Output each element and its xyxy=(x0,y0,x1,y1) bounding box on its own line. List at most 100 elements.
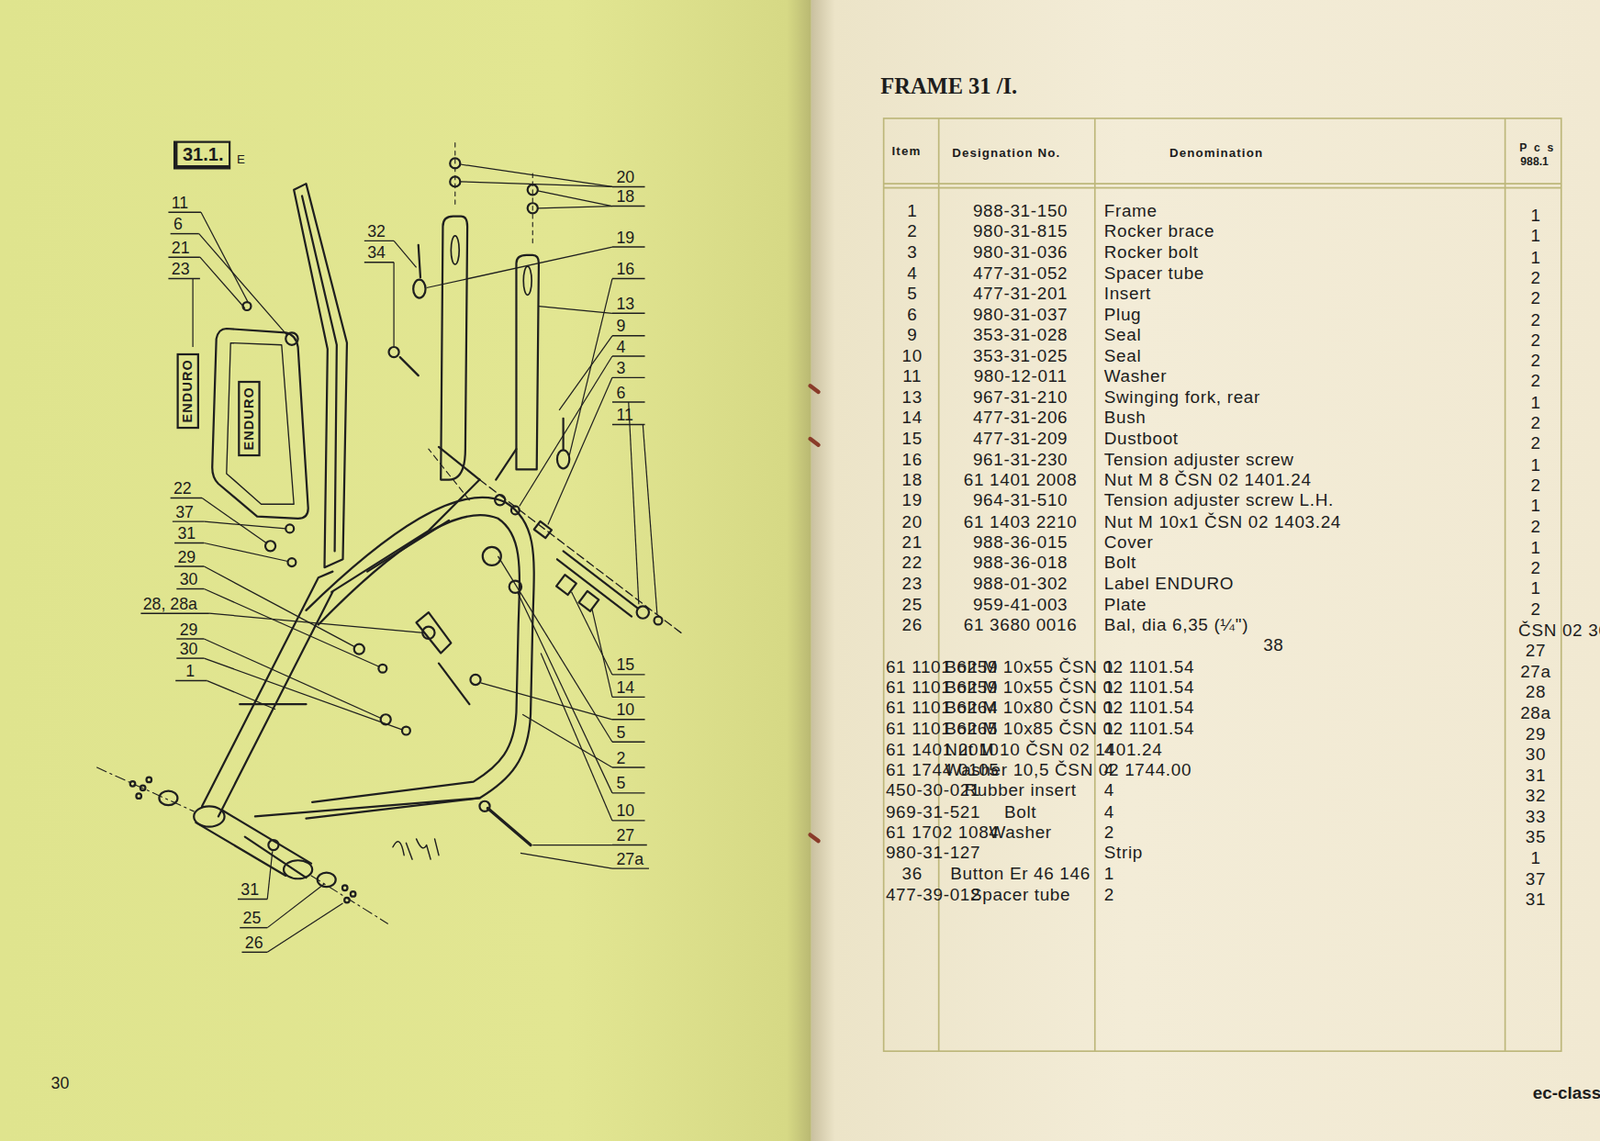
page-title: FRAME 31 /I. xyxy=(880,73,1018,101)
callout-number: 29 xyxy=(179,619,199,640)
callout-number: 18 xyxy=(615,186,635,207)
item-number: 18 xyxy=(885,469,940,491)
designation-number: 61 3680 0016 xyxy=(944,615,1097,636)
designation-number: Bolt M 10x85 ČSN 02 1101.54 xyxy=(944,718,1097,739)
callout-number: 26 xyxy=(245,932,264,953)
item-number: 25 xyxy=(885,594,940,616)
label-text: ENDURO xyxy=(179,358,197,423)
quantity: 32 xyxy=(1518,786,1554,807)
item-number: 20 xyxy=(885,512,940,533)
item-number: 450-30-021 xyxy=(885,781,940,802)
part-name: Plug xyxy=(1104,304,1142,325)
item-number: 11 xyxy=(885,367,940,388)
quantity: 1 xyxy=(1518,206,1554,227)
quantity: 2 xyxy=(1518,289,1554,310)
item-number: 19 xyxy=(885,491,940,512)
part-name: 1 xyxy=(1104,718,1115,739)
callout-number: 31 xyxy=(240,879,259,900)
item-number: 16 xyxy=(885,449,940,470)
callout-number: 3 xyxy=(615,358,626,379)
figure-suffix: E xyxy=(236,148,246,169)
part-name: 4 xyxy=(1104,760,1115,781)
callout-number: 11 xyxy=(615,404,633,426)
item-number: 61 1702 1084 xyxy=(885,822,940,843)
designation-number: 980-31-815 xyxy=(944,222,1097,243)
callout-number: 30 xyxy=(179,569,199,590)
part-name: Tension adjuster screw xyxy=(1104,449,1295,470)
quantity: 1 xyxy=(1518,454,1554,475)
quantity: 35 xyxy=(1518,827,1554,849)
quantity: 2 xyxy=(1518,475,1554,496)
quantity: 37 xyxy=(1518,869,1554,890)
callout-number: 4 xyxy=(615,336,626,358)
callout-number: 14 xyxy=(615,677,635,698)
quantity: 2 xyxy=(1518,558,1554,579)
designation-number: Rubber insert xyxy=(944,781,1097,802)
designation-number: 959-41-003 xyxy=(944,594,1097,616)
designation-number: 61 1403 2210 xyxy=(944,512,1097,533)
item-number: 4 xyxy=(885,263,940,284)
item-number: 22 xyxy=(885,553,940,574)
callout-number: 16 xyxy=(615,258,635,280)
designation-number: 980-31-037 xyxy=(944,304,1097,325)
item-number: 1 xyxy=(885,201,940,222)
item-number: 9 xyxy=(885,324,940,346)
item-number: 61 1744 0105 xyxy=(885,760,940,781)
designation-number: 988-36-018 xyxy=(944,553,1097,574)
quantity: 2 xyxy=(1518,330,1554,351)
part-name: Bal, dia 6,35 (¼") xyxy=(1104,615,1249,636)
designation-number: 477-31-201 xyxy=(944,283,1097,304)
figure-number-box: 31.1. xyxy=(173,140,231,169)
designation-number: 988-31-150 xyxy=(944,201,1097,222)
callout-number: 5 xyxy=(615,722,626,743)
designation-number: Bolt M 10x80 ČSN 02 1101.54 xyxy=(944,698,1097,719)
quantity: 2 xyxy=(1518,309,1554,330)
table-header: Denomination xyxy=(1169,143,1264,164)
part-name: Rocker bolt xyxy=(1104,242,1199,263)
item-number: 10 xyxy=(885,346,940,367)
part-name: Rocker brace xyxy=(1104,222,1215,243)
part-name: 1 xyxy=(1104,657,1115,678)
table-header: Item xyxy=(892,140,922,161)
callout-number: 37 xyxy=(175,502,194,523)
quantity: 1 xyxy=(1518,579,1554,600)
part-name: Plate xyxy=(1104,594,1147,616)
part-name: Spacer tube xyxy=(1104,263,1205,284)
quantity: 33 xyxy=(1518,806,1554,828)
quantity: 1 xyxy=(1518,392,1554,414)
designation-number: 980-12-011 xyxy=(944,367,1097,388)
part-name: Washer xyxy=(1104,367,1167,388)
item-number: 5 xyxy=(885,283,940,304)
callout-number: 10 xyxy=(615,801,635,822)
item-number: 61 1101 6259 xyxy=(885,657,940,678)
page-number: 30 xyxy=(51,1074,70,1095)
part-name: Bolt xyxy=(1104,553,1137,574)
quantity: 29 xyxy=(1518,724,1554,745)
designation-number: Bolt M 10x55 ČSN 02 1101.54 xyxy=(944,677,1097,698)
callout-number: 11 xyxy=(171,192,189,213)
quantity: 1 xyxy=(1518,226,1554,247)
designation-number: Bolt xyxy=(944,802,1097,823)
callout-number: 5 xyxy=(615,773,626,795)
part-name: Strip xyxy=(1104,843,1143,864)
part-name: 4 xyxy=(1104,802,1115,823)
designation-number: 967-31-210 xyxy=(944,387,1097,408)
quantity: 31 xyxy=(1518,765,1554,786)
quantity: 2 xyxy=(1518,413,1554,434)
label-text: ENDURO xyxy=(241,386,258,450)
callout-number: 19 xyxy=(615,227,635,248)
part-name: 1 xyxy=(1104,863,1115,884)
callout-number: 27 xyxy=(615,825,635,846)
item-number: 61 1101 6259 xyxy=(885,677,940,698)
callout-number: 22 xyxy=(173,478,192,499)
designation-number: 353-31-025 xyxy=(944,346,1097,367)
designation-number: Bolt M 10x55 ČSN 02 1101.54 xyxy=(944,657,1097,678)
part-name: 1 xyxy=(1104,677,1115,698)
quantity: 2 xyxy=(1518,516,1554,538)
quantity: 28a xyxy=(1518,703,1554,724)
quantity: ČSN 02 3680 xyxy=(1518,620,1554,641)
designation-number: 477-31-209 xyxy=(944,428,1097,449)
table-header: 988.1 xyxy=(1520,151,1549,172)
part-name: Frame xyxy=(1104,201,1158,222)
part-name: Seal xyxy=(1104,324,1142,346)
